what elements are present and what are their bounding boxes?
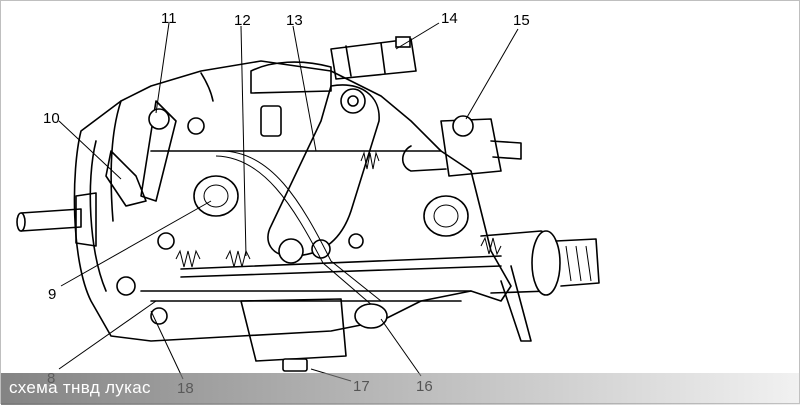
governor-housing <box>423 195 600 342</box>
central-plug <box>157 175 364 250</box>
valve-assembly <box>401 115 522 177</box>
throttle-lever <box>105 100 205 207</box>
pump-housing <box>73 60 512 342</box>
lever-arm <box>267 84 380 264</box>
label-15: 15 <box>513 12 530 29</box>
image-caption: схема тнвд лукас <box>9 378 151 397</box>
label-9: 9 <box>48 286 56 303</box>
stop-solenoid <box>330 36 417 80</box>
drive-shaft <box>16 192 97 247</box>
label-13: 13 <box>286 12 303 29</box>
label-11: 11 <box>161 10 177 27</box>
caption-bar <box>1 373 800 405</box>
bottom-block <box>116 276 388 372</box>
leader-lines <box>58 22 519 382</box>
label-12: 12 <box>234 12 251 29</box>
label-14: 14 <box>441 10 458 27</box>
label-10: 10 <box>43 110 60 127</box>
